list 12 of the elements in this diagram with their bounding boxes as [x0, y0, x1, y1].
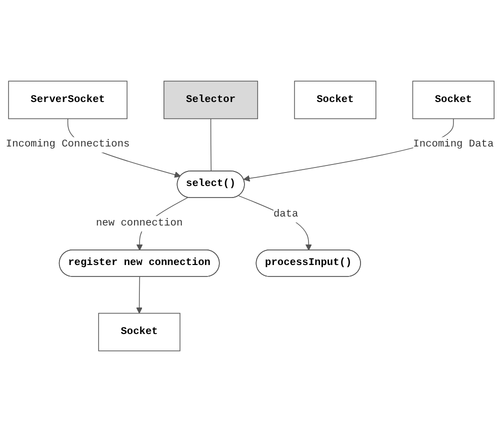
edge-label: new connection [96, 217, 183, 230]
edge-label: data [273, 208, 298, 220]
node-box: Socket [98, 312, 180, 352]
arrow [136, 276, 143, 314]
node-box: ServerSocket [8, 80, 128, 120]
node-box: Socket [294, 80, 376, 120]
arrow [238, 195, 312, 251]
node-box: Selector [164, 80, 258, 120]
connector [210, 118, 212, 172]
edge-label: Incoming Connections [6, 138, 130, 150]
edge-label: Incoming Data [413, 138, 494, 150]
node-box: Socket [412, 80, 494, 120]
